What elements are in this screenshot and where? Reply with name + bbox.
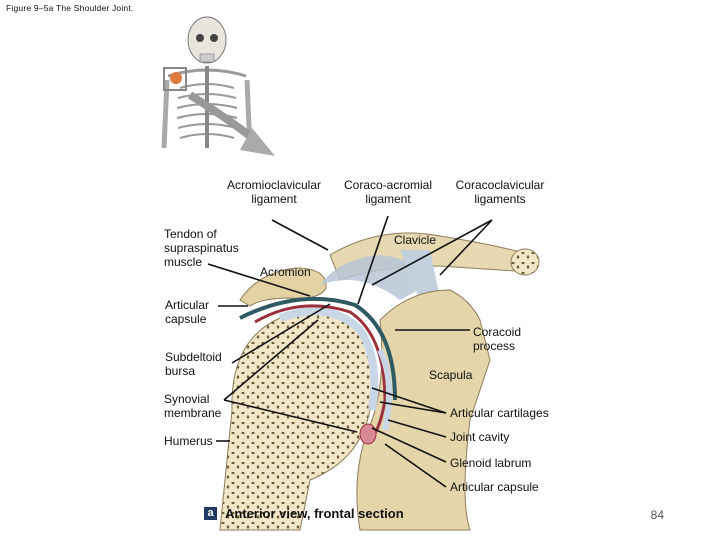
label-synovial-membrane: Synovial membrane <box>164 392 222 420</box>
label-coracoid-process: Coracoid process <box>473 325 522 353</box>
shoulder-section <box>219 232 540 531</box>
label-joint-cavity: Joint cavity <box>450 430 510 444</box>
skeleton-inset <box>161 16 275 156</box>
label-subdeltoid-bursa: Subdeltoid bursa <box>165 350 222 378</box>
label-acromioclavicular-ligament: Acromioclavicular ligament <box>226 178 322 206</box>
leader-lines <box>207 215 493 488</box>
label-coracoclavicular-ligaments: Coracoclavicular ligaments <box>455 178 545 206</box>
label-humerus: Humerus <box>164 434 213 448</box>
caption-text: Anterior view, frontal section <box>225 506 404 521</box>
shoulder-highlight <box>170 72 182 84</box>
label-coraco-acromial-ligament: Coraco-acromial ligament <box>343 178 433 206</box>
label-glenoid-labrum: Glenoid labrum <box>450 456 532 470</box>
label-clavicle: Clavicle <box>394 233 437 247</box>
label-articular-cartilages: Articular cartilages <box>450 406 549 420</box>
page-number: 84 <box>650 508 664 522</box>
figure-title: Figure 9–5a The Shoulder Joint. <box>6 3 134 13</box>
label-tendon-supraspinatus: Tendon of supraspinatus muscle <box>164 227 239 269</box>
label-articular-capsule-left: Articular capsule <box>165 298 210 326</box>
caption-letter-badge: a <box>204 507 217 520</box>
label-scapula: Scapula <box>429 368 473 382</box>
label-acromion: Acromion <box>260 265 311 279</box>
pointer-arrow-icon <box>240 128 275 156</box>
figure-caption: a Anterior view, frontal section <box>204 506 404 521</box>
label-articular-capsule-right: Articular capsule <box>450 480 539 494</box>
